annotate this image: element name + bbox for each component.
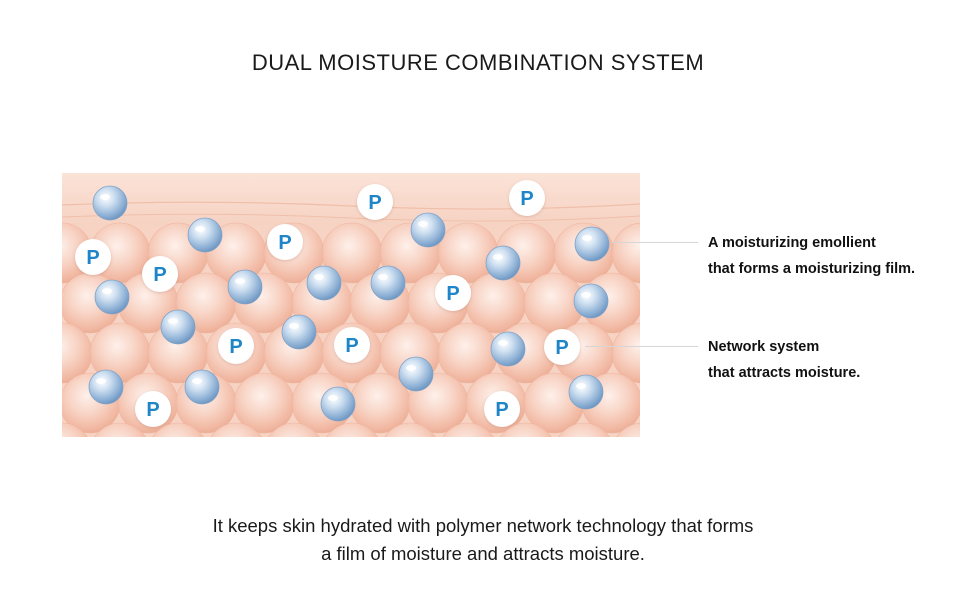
skin-cell — [500, 422, 552, 437]
polymer-marker-letter: P — [86, 247, 99, 269]
skin-cell — [326, 422, 378, 437]
polymer-marker-letter: P — [146, 399, 159, 421]
moisture-sphere — [92, 185, 128, 221]
callout-network-line2: that attracts moisture. — [708, 365, 861, 381]
skin-cell — [611, 222, 640, 284]
description-line2: a film of moisture and attracts moisture… — [321, 543, 645, 564]
callout-network-line1: Network system — [708, 339, 820, 355]
skin-cell — [616, 422, 640, 437]
polymer-marker-letter: P — [278, 232, 291, 254]
moisture-sphere — [227, 269, 263, 305]
moisture-sphere — [94, 279, 130, 315]
moisture-sphere — [398, 356, 434, 392]
polymer-marker-letter: P — [153, 264, 166, 286]
polymer-marker-letter: P — [368, 192, 381, 214]
callout-leader-line-2 — [585, 346, 698, 347]
moisture-sphere — [485, 245, 521, 281]
moisture-sphere — [281, 314, 317, 350]
moisture-sphere — [410, 212, 446, 248]
skin-cell — [558, 422, 610, 437]
polymer-marker: P — [75, 239, 111, 275]
skin-layer-illustration: P P P P P P P P P P P — [62, 173, 640, 437]
moisture-sphere — [184, 369, 220, 405]
skin-cell — [210, 422, 262, 437]
skin-cell — [94, 422, 146, 437]
skin-cell — [268, 422, 320, 437]
moisture-sphere — [187, 217, 223, 253]
moisture-sphere — [88, 369, 124, 405]
callout-emollient-line1: A moisturizing emollient — [708, 235, 876, 251]
moisture-sphere — [490, 331, 526, 367]
polymer-marker: P — [334, 327, 370, 363]
moisture-sphere — [370, 265, 406, 301]
skin-cell — [152, 422, 204, 437]
skin-cell-grid — [62, 222, 640, 437]
polymer-marker-group: P P P P P P P P P P P — [75, 180, 580, 427]
polymer-marker: P — [357, 184, 393, 220]
description: It keeps skin hydrated with polymer netw… — [0, 512, 966, 568]
moisture-sphere-group — [88, 185, 610, 422]
polymer-marker: P — [509, 180, 545, 216]
callout-emollient: A moisturizing emollient that forms a mo… — [708, 230, 915, 282]
moisture-sphere — [574, 226, 610, 262]
polymer-marker: P — [142, 256, 178, 292]
page-title: DUAL MOISTURE COMBINATION SYSTEM — [251, 50, 705, 75]
polymer-marker: P — [544, 329, 580, 365]
skin-moisture-diagram: P P P P P P P P P P P — [62, 173, 640, 437]
polymer-marker: P — [135, 391, 171, 427]
callout-network: Network system that attracts moisture. — [708, 334, 860, 386]
polymer-marker: P — [267, 224, 303, 260]
description-line1: It keeps skin hydrated with polymer netw… — [212, 515, 754, 536]
polymer-marker: P — [435, 275, 471, 311]
polymer-marker: P — [218, 328, 254, 364]
polymer-marker: P — [484, 391, 520, 427]
polymer-marker-letter: P — [495, 399, 508, 421]
skin-cell — [62, 422, 88, 437]
polymer-marker-letter: P — [555, 337, 568, 359]
skin-surface-line — [62, 201, 640, 210]
polymer-marker-letter: P — [229, 336, 242, 358]
skin-cell — [384, 422, 436, 437]
skin-cell — [442, 422, 494, 437]
skin-cell — [611, 322, 640, 384]
moisture-sphere — [568, 374, 604, 410]
polymer-marker-letter: P — [446, 283, 459, 305]
polymer-marker-letter: P — [345, 335, 358, 357]
moisture-sphere — [573, 283, 609, 319]
polymer-marker-letter: P — [520, 188, 533, 210]
skin-layer-line — [62, 213, 640, 222]
moisture-sphere — [306, 265, 342, 301]
callout-emollient-line2: that forms a moisturizing film. — [708, 261, 916, 277]
moisture-sphere — [160, 309, 196, 345]
callout-leader-line-1 — [612, 242, 698, 243]
moisture-sphere — [320, 386, 356, 422]
